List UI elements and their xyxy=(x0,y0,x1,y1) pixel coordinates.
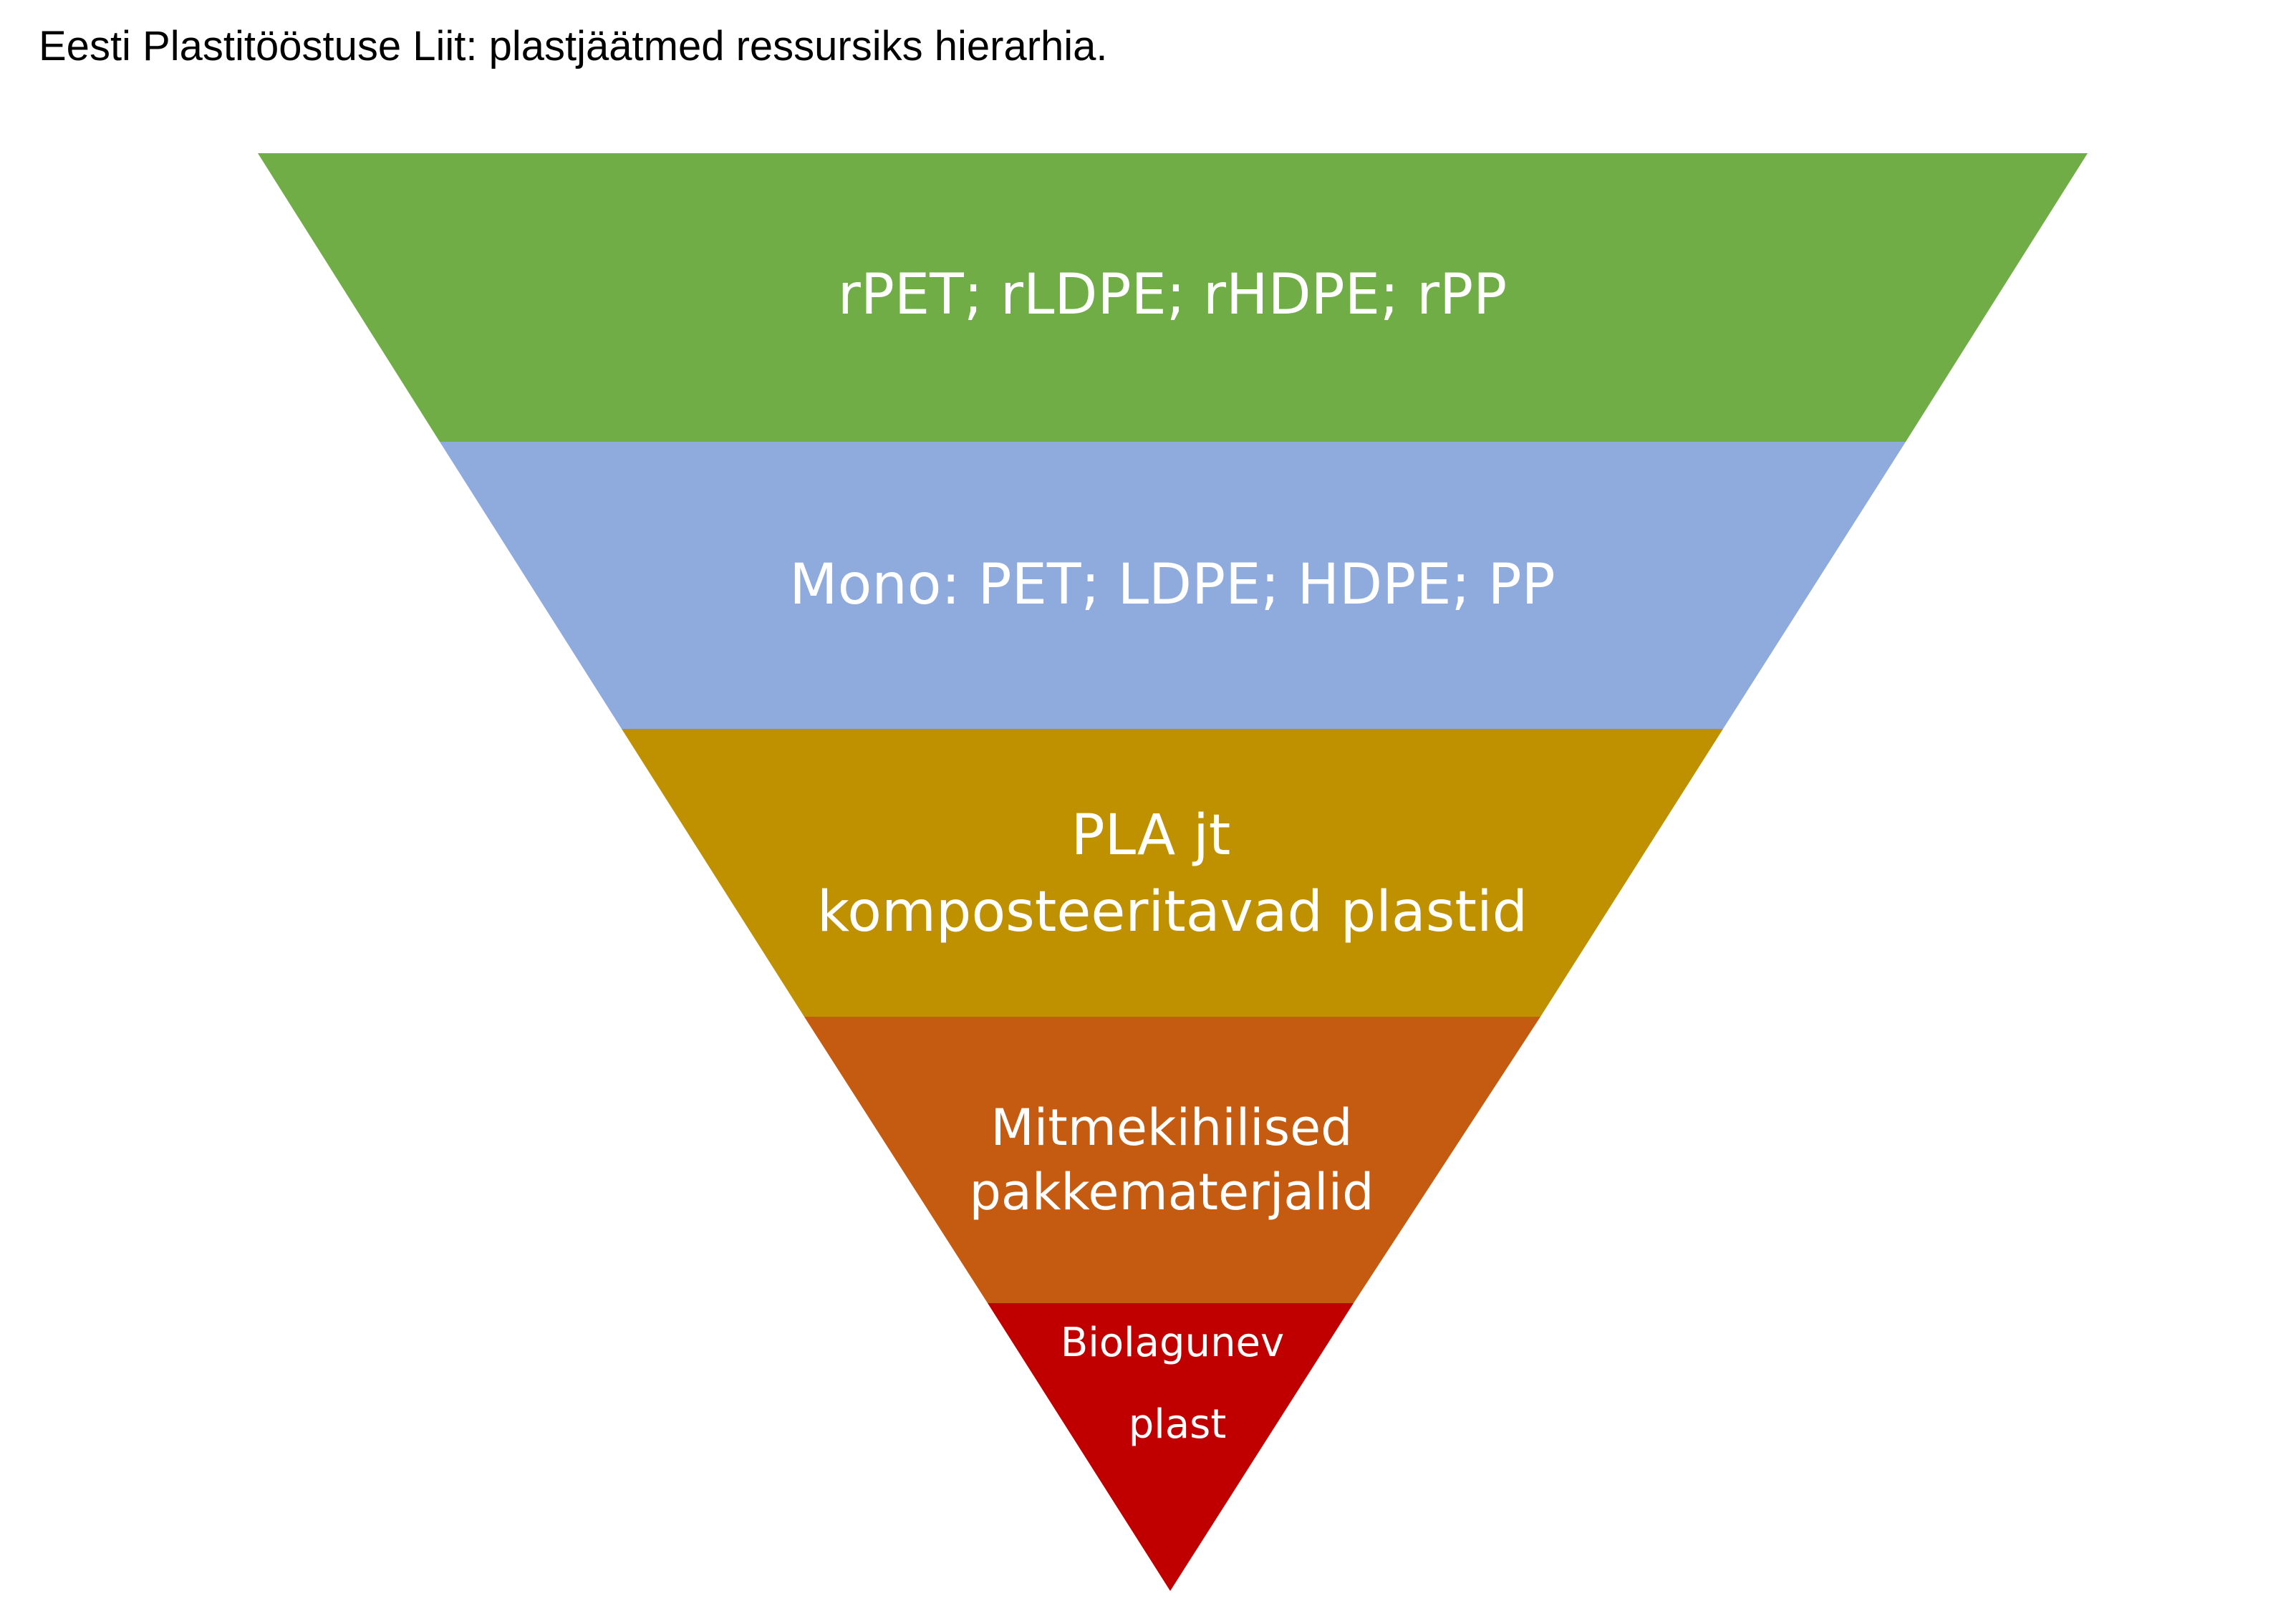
pyramid-level-2-band xyxy=(440,442,1906,729)
pyramid-level-5-band xyxy=(988,1303,1354,1591)
pyramid-level-5-label-line-1: Biolagunev xyxy=(1061,1320,1284,1366)
pyramid-level-4-label-line-1: Mitmekihilised xyxy=(990,1098,1352,1157)
pyramid-level-3-band xyxy=(622,729,1723,1017)
pyramid-level-3-label-line-2: komposteeritavad plastid xyxy=(817,880,1528,944)
pyramid-level-5-label-line-2: plast xyxy=(1129,1401,1227,1448)
pyramid-level-4-label-line-2: pakkematerjalid xyxy=(969,1163,1374,1221)
pyramid-level-2-label-line-1: Mono: PET; LDPE; HDPE; PP xyxy=(789,553,1555,617)
page-title: Eesti Plastitööstuse Liit: plastjäätmed … xyxy=(39,23,1108,69)
pyramid-level-1-band xyxy=(258,153,2088,442)
pyramid-level-1-label-line-1: rPET; rLDPE; rHDPE; rPP xyxy=(838,263,1507,327)
pyramid-level-4-band xyxy=(804,1017,1540,1303)
pyramid-level-3-label-line-1: PLA jt xyxy=(1071,803,1231,868)
